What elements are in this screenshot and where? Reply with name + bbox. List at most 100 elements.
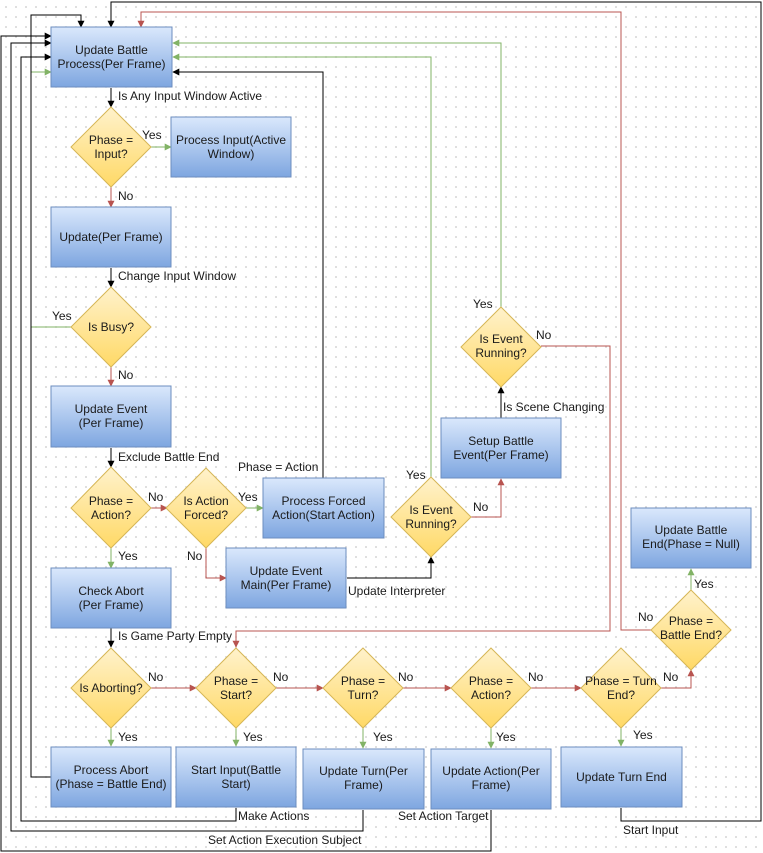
label-yes: Yes <box>243 730 263 744</box>
edge-running1-no <box>471 478 505 518</box>
label-exclude-battle-end: Exclude Battle End <box>118 450 219 464</box>
edge-forced-no <box>205 548 227 582</box>
node-check-abort: Check Abort(Per Frame) <box>50 567 172 629</box>
label-yes: Yes <box>118 549 138 563</box>
label-is-scene-changing: Is Scene Changing <box>503 400 604 414</box>
label-no: No <box>638 610 654 624</box>
label-update-interpreter: Update Interpreter <box>348 584 445 598</box>
svg-text:Is Aborting?: Is Aborting? <box>79 681 143 695</box>
edge-battle-end-no <box>137 11 651 631</box>
label-no: No <box>663 670 679 684</box>
svg-text:Check Abort(Per Frame): Check Abort(Per Frame) <box>78 584 144 612</box>
label-yes: Yes <box>694 577 714 591</box>
node-is-aborting: Is Aborting? <box>70 647 152 729</box>
label-is-game-party-empty: Is Game Party Empty <box>118 629 232 643</box>
label-no: No <box>536 328 552 342</box>
label-set-action-target: Set Action Target <box>398 809 489 823</box>
svg-text:Update Event(Per Frame): Update Event(Per Frame) <box>75 402 148 430</box>
svg-text:Phase =Input?: Phase =Input? <box>89 133 133 161</box>
edge-update-action-loop <box>0 32 492 852</box>
label-yes: Yes <box>52 309 72 323</box>
label-yes: Yes <box>473 297 493 311</box>
edge-update-turn-loop <box>10 39 364 832</box>
svg-text:Update(Per Frame): Update(Per Frame) <box>59 230 162 244</box>
svg-text:Phase =Action?: Phase =Action? <box>469 674 513 702</box>
node-phase-input: Phase =Input? <box>70 106 152 188</box>
svg-text:Update Turn End: Update Turn End <box>576 770 667 784</box>
label-no: No <box>528 670 544 684</box>
svg-text:Phase =Action?: Phase =Action? <box>89 494 133 522</box>
svg-text:Phase =Battle End?: Phase =Battle End? <box>660 614 722 642</box>
label-yes: Yes <box>118 730 138 744</box>
label-change-input-window: Change Input Window <box>118 269 236 283</box>
label-yes: Yes <box>406 468 426 482</box>
edge-forced-to-update-battle <box>172 68 324 478</box>
edge-busy-yes-loop <box>30 68 71 328</box>
svg-text:Phase =Start?: Phase =Start? <box>214 674 258 702</box>
node-phase-action: Phase =Action? <box>70 466 152 549</box>
label-yes: Yes <box>633 728 653 742</box>
label-yes: Yes <box>373 730 393 744</box>
label-make-actions: Make Actions <box>238 809 309 823</box>
label-phase-eq-action: Phase = Action <box>238 460 318 474</box>
node-phase-action-bottom: Phase =Action? <box>450 647 532 729</box>
edge-running1-yes <box>172 53 432 477</box>
label-any-input-window: Is Any Input Window Active <box>118 89 262 103</box>
label-no: No <box>273 670 289 684</box>
svg-text:Phase =Turn?: Phase =Turn? <box>341 674 385 702</box>
node-process-abort: Process Abort(Phase = Battle End) <box>50 746 172 808</box>
edge-running2-yes <box>172 39 502 307</box>
label-set-action-execution-subject: Set Action Execution Subject <box>208 833 362 847</box>
node-update-per-frame: Update(Per Frame) <box>50 206 172 268</box>
edge-process-abort-loop <box>30 14 85 778</box>
node-is-busy: Is Busy? <box>70 286 152 368</box>
edge-running2-no <box>232 345 611 648</box>
node-update-event: Update Event(Per Frame) <box>50 385 172 448</box>
node-update-turn-end: Update Turn End <box>560 746 683 808</box>
svg-text:Process Abort(Phase = Battle E: Process Abort(Phase = Battle End) <box>55 763 166 791</box>
label-yes: Yes <box>142 128 162 142</box>
label-no: No <box>118 189 134 203</box>
node-phase-turn: Phase =Turn? <box>322 647 404 729</box>
edge-event-main-to-running <box>347 556 435 579</box>
label-no: No <box>187 549 203 563</box>
edge-start-input-loop <box>20 53 237 822</box>
label-start-input: Start Input <box>623 823 679 837</box>
label-no: No <box>473 500 489 514</box>
edge-turn-end-no <box>661 669 695 689</box>
label-no: No <box>398 670 414 684</box>
svg-text:Is Busy?: Is Busy? <box>88 320 134 334</box>
label-no: No <box>148 490 164 504</box>
label-no: No <box>118 368 134 382</box>
label-no: No <box>148 670 164 684</box>
edge-turn-end-start-input <box>107 1 762 822</box>
